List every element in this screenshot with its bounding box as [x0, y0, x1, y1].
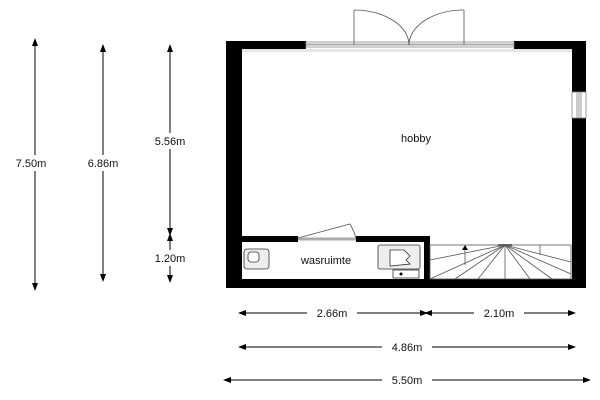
dimension-laundry-width: 2.66m: [238, 305, 428, 321]
dimension-hobby-depth: 5.56m: [146, 44, 194, 236]
dimension-inner-depth: 6.86m: [80, 44, 126, 282]
staircase: [429, 244, 572, 280]
laundry-door: [297, 223, 357, 241]
dimension-label: 2.66m: [317, 308, 348, 320]
dimension-label: 6.86m: [88, 158, 119, 170]
window-right: [571, 91, 587, 119]
washing-machine-icon: [377, 244, 421, 270]
room-label-wasruimte: wasruimte: [300, 255, 351, 267]
double-door: [353, 9, 465, 46]
dimension-label: 2.10m: [484, 308, 515, 320]
dimension-label: 4.86m: [392, 342, 423, 354]
dimension-stairs-width: 2.10m: [424, 305, 576, 321]
dimension-total-width: 5.50m: [223, 372, 591, 388]
dimension-total-depth: 7.50m: [5, 38, 57, 291]
room-label-hobby: hobby: [401, 133, 431, 145]
sink-icon: [243, 248, 270, 270]
walls: [226, 41, 586, 288]
dimension-label: 7.50m: [16, 158, 47, 170]
boiler-icon: [392, 269, 420, 279]
wall-shadow: [242, 49, 572, 52]
dimension-inner-width: 4.86m: [238, 339, 576, 355]
dimension-label: 5.50m: [392, 375, 423, 387]
dimension-label: 5.56m: [155, 136, 186, 148]
dimension-laundry-depth: 1.20m: [146, 233, 194, 283]
window-top: [305, 41, 515, 48]
stairs-arrow-icon: [462, 245, 468, 250]
dimension-label: 1.20m: [155, 253, 186, 265]
